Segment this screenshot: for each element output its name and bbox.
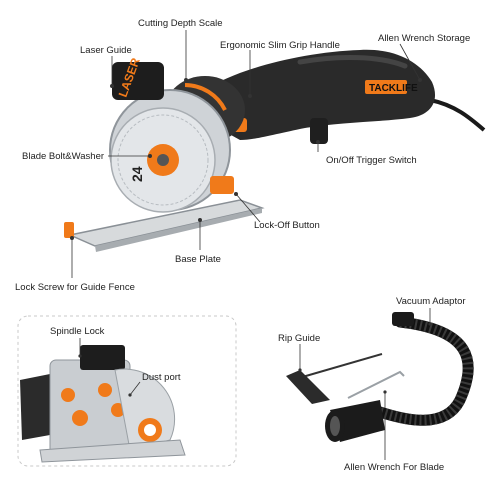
allen-wrench	[347, 370, 405, 399]
label-cutting-depth-scale: Cutting Depth Scale	[138, 18, 223, 29]
grip-handle	[205, 49, 436, 140]
spindle-lock	[80, 345, 125, 370]
rip-guide-bar	[291, 353, 383, 381]
power-cord	[429, 98, 486, 132]
label-allen-wrench-blade: Allen Wrench For Blade	[344, 462, 445, 473]
label-lock-screw-fence: Lock Screw for Guide Fence	[15, 282, 135, 293]
fence-lock-screw	[64, 222, 74, 238]
label-base-plate: Base Plate	[175, 254, 221, 265]
label-on-off-trigger: On/Off Trigger Switch	[326, 155, 417, 166]
spindle-detail-panel	[17, 315, 237, 467]
label-laser-guide: Laser Guide	[80, 45, 132, 56]
label-rip-guide: Rip Guide	[278, 333, 321, 344]
brand-text: TACKLIFE	[369, 83, 418, 94]
depth-scale	[184, 83, 227, 111]
label-vacuum-adaptor: Vacuum Adaptor	[396, 296, 466, 307]
label-ergonomic-grip: Ergonomic Slim Grip Handle	[220, 40, 340, 51]
circular-saw: 24 LASER TACKLIFE	[64, 49, 486, 252]
blade-text: 24	[129, 166, 145, 182]
trigger-switch	[310, 118, 328, 144]
label-dust-port: Dust port	[142, 372, 181, 383]
laser-guide	[112, 62, 164, 100]
label-lock-off-button: Lock-Off Button	[254, 220, 320, 231]
leader-lines	[70, 30, 422, 278]
label-allen-wrench-storage: Allen Wrench Storage	[378, 33, 471, 44]
label-blade-bolt-washer: Blade Bolt&Washer	[22, 151, 105, 162]
label-spindle-lock: Spindle Lock	[50, 326, 105, 337]
brand-badge	[365, 80, 407, 94]
accessories	[286, 308, 474, 460]
rip-guide-foot	[286, 370, 330, 404]
